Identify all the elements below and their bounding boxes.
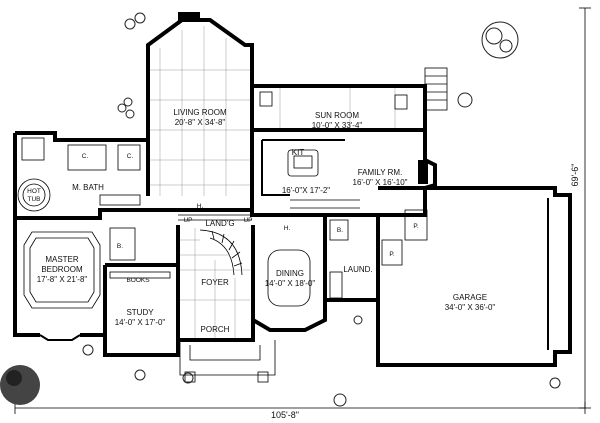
shrub-icon <box>82 12 561 407</box>
sun-room-size: 10'-0" X 33'-4" <box>312 121 363 130</box>
pantry-label: P. <box>413 223 418 230</box>
family-room-size: 16'-0" X 16'-10" <box>353 178 408 187</box>
dining-size: 14'-0" X 18'-0" <box>265 279 316 288</box>
study-size: 14'-0" X 17'-0" <box>115 318 166 327</box>
living-room-area <box>146 12 254 196</box>
sunroom-steps <box>424 67 448 111</box>
pantry-label: P. <box>389 251 394 258</box>
hall-label: H. <box>197 203 204 210</box>
foyer-area <box>148 208 255 342</box>
garage-size: 34'-0" X 36'-0" <box>445 303 496 312</box>
closet-label: C. <box>82 153 89 160</box>
dimension-width <box>14 402 586 414</box>
study-label: STUDY <box>126 308 154 317</box>
sun-room-area <box>252 67 448 132</box>
tree-icon <box>0 365 40 405</box>
master-bed <box>23 231 101 309</box>
master-bedroom-label-1: MASTER <box>45 255 79 264</box>
dimension-depth <box>579 7 591 409</box>
family-room-label: FAMILY RM. <box>358 168 403 177</box>
porch-area <box>179 340 276 383</box>
master-bath-label: M. BATH <box>72 183 104 192</box>
bath-label: B. <box>117 243 123 250</box>
stair-up-label: UP <box>243 217 252 224</box>
stair-up-label: UP <box>183 217 192 224</box>
foyer-label: FOYER <box>201 278 229 287</box>
master-bedroom-size: 17'-8" X 21'-8" <box>37 275 88 284</box>
dining-area <box>251 225 327 332</box>
overall-width-dimension: 105'-8" <box>271 410 299 420</box>
bath-label: B. <box>337 227 343 234</box>
living-room-size: 20'-8" X 34'-8" <box>175 118 226 127</box>
living-room-label: LIVING ROOM <box>173 108 227 117</box>
hall-label: H. <box>284 225 291 232</box>
books-label: BOOKS <box>126 277 150 284</box>
laundry-label: LAUND. <box>343 265 372 274</box>
sun-room-label: SUN ROOM <box>315 111 359 120</box>
porch-label: PORCH <box>201 325 230 334</box>
kitchen-family-area <box>250 130 437 217</box>
kitchen-label: KIT <box>292 148 305 157</box>
living-room-grid <box>150 26 250 196</box>
garage-label: GARAGE <box>453 293 487 302</box>
landscaping <box>0 12 561 407</box>
kitchen-size: 16'-0"X 17'-2" <box>282 186 330 195</box>
garage-area <box>376 186 572 367</box>
master-bedroom-label-2: BEDROOM <box>41 265 83 274</box>
overall-depth-dimension: 69'-6" <box>570 164 580 187</box>
master-suite <box>13 131 148 350</box>
study-area <box>103 227 180 357</box>
room-labels: LIVING ROOM 20'-8" X 34'-8" SUN ROOM 10'… <box>27 108 580 420</box>
closet-label: C. <box>127 153 134 160</box>
hot-tub-label-1: HOT <box>27 188 41 195</box>
hot-tub-label-2: TUB <box>28 196 41 203</box>
landing-label: LAND'G <box>205 219 234 228</box>
laundry-area <box>323 215 403 302</box>
dining-label: DINING <box>276 269 304 278</box>
tree-icon <box>481 21 519 59</box>
